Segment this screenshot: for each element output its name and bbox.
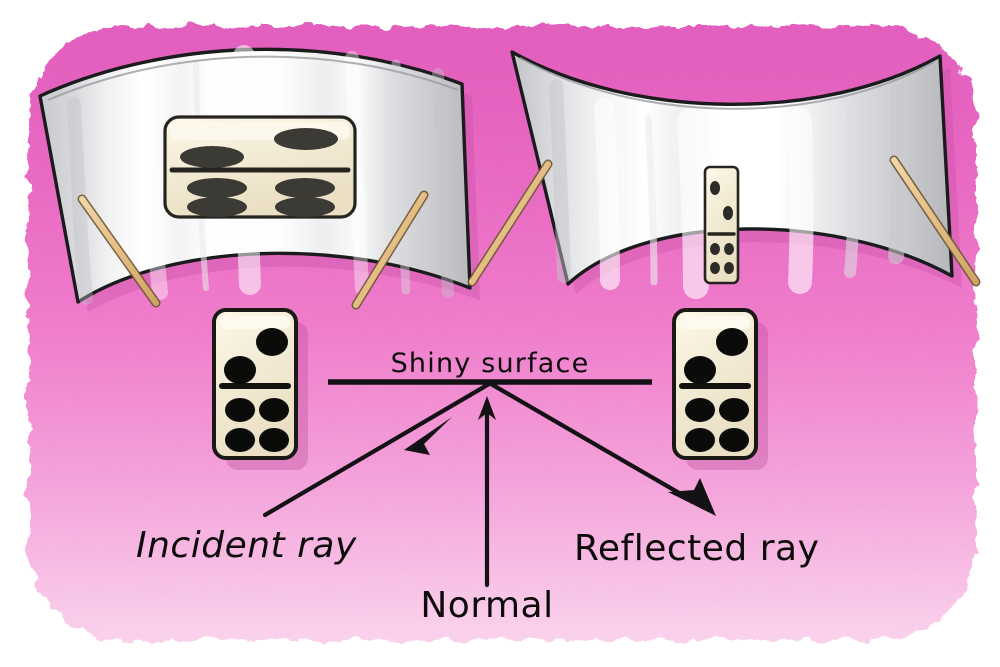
domino-pip — [274, 128, 338, 150]
domino-object-right[interactable] — [672, 308, 768, 470]
domino-pip — [724, 243, 734, 255]
domino-magnified-in-concave-mirror — [163, 115, 357, 219]
ray-diagram: Shiny surface Incident ray Reflected ray… — [136, 348, 819, 626]
normal-label: Normal — [420, 585, 553, 626]
wooden-stick-right-1 — [469, 161, 551, 285]
domino-pip — [225, 398, 255, 422]
concave-mirror-left[interactable] — [38, 45, 480, 313]
domino-pip — [685, 398, 715, 422]
domino-pip — [275, 178, 335, 198]
reflected-ray — [488, 381, 716, 516]
domino-pip — [180, 146, 244, 168]
domino-pip — [710, 243, 720, 255]
incident-ray-arrowhead — [404, 417, 452, 455]
domino-pip — [225, 428, 255, 452]
domino-pip — [719, 398, 749, 422]
reflected-ray-arrowhead — [668, 478, 716, 516]
domino-top-highlight — [680, 316, 750, 329]
convex-mirror-rim — [519, 57, 935, 110]
domino-pip — [710, 181, 720, 195]
concave-mirror-legs — [77, 190, 429, 310]
incident-ray — [262, 381, 492, 518]
domino-pip — [719, 428, 749, 452]
convex-mirror-highlights — [549, 79, 908, 299]
domino-pip — [187, 178, 247, 198]
domino-pip — [224, 356, 256, 384]
wooden-stick-right-2 — [891, 157, 979, 285]
domino-pip — [685, 428, 715, 452]
reflected-ray-label: Reflected ray — [574, 528, 819, 569]
incident-ray-label: Incident ray — [136, 525, 357, 566]
reflected-ray-line — [488, 381, 708, 511]
domino-pip — [710, 262, 720, 274]
convex-mirror-right[interactable] — [467, 50, 981, 299]
incident-ray-line — [262, 381, 492, 518]
normal-ray — [478, 396, 496, 588]
domino-pip — [187, 197, 247, 217]
domino-pip — [256, 328, 288, 356]
domino-pip — [684, 356, 716, 384]
wooden-stick-left-1 — [79, 196, 159, 306]
wooden-stick-left-2 — [353, 192, 427, 308]
domino-pip — [259, 398, 289, 422]
domino-pip — [275, 197, 335, 217]
concave-mirror-rim — [47, 55, 459, 101]
shiny-surface-label: Shiny surface — [391, 348, 590, 379]
domino-shrunken-in-convex-mirror — [703, 165, 740, 285]
domino-pip — [259, 428, 289, 452]
domino-object-left[interactable] — [212, 308, 308, 470]
normal-ray-arrowhead — [478, 396, 496, 420]
convex-mirror-legs — [467, 155, 981, 287]
domino-pip — [723, 206, 733, 220]
domino-pip — [724, 262, 734, 274]
domino-pip — [716, 328, 748, 356]
domino-top-highlight — [220, 316, 290, 329]
